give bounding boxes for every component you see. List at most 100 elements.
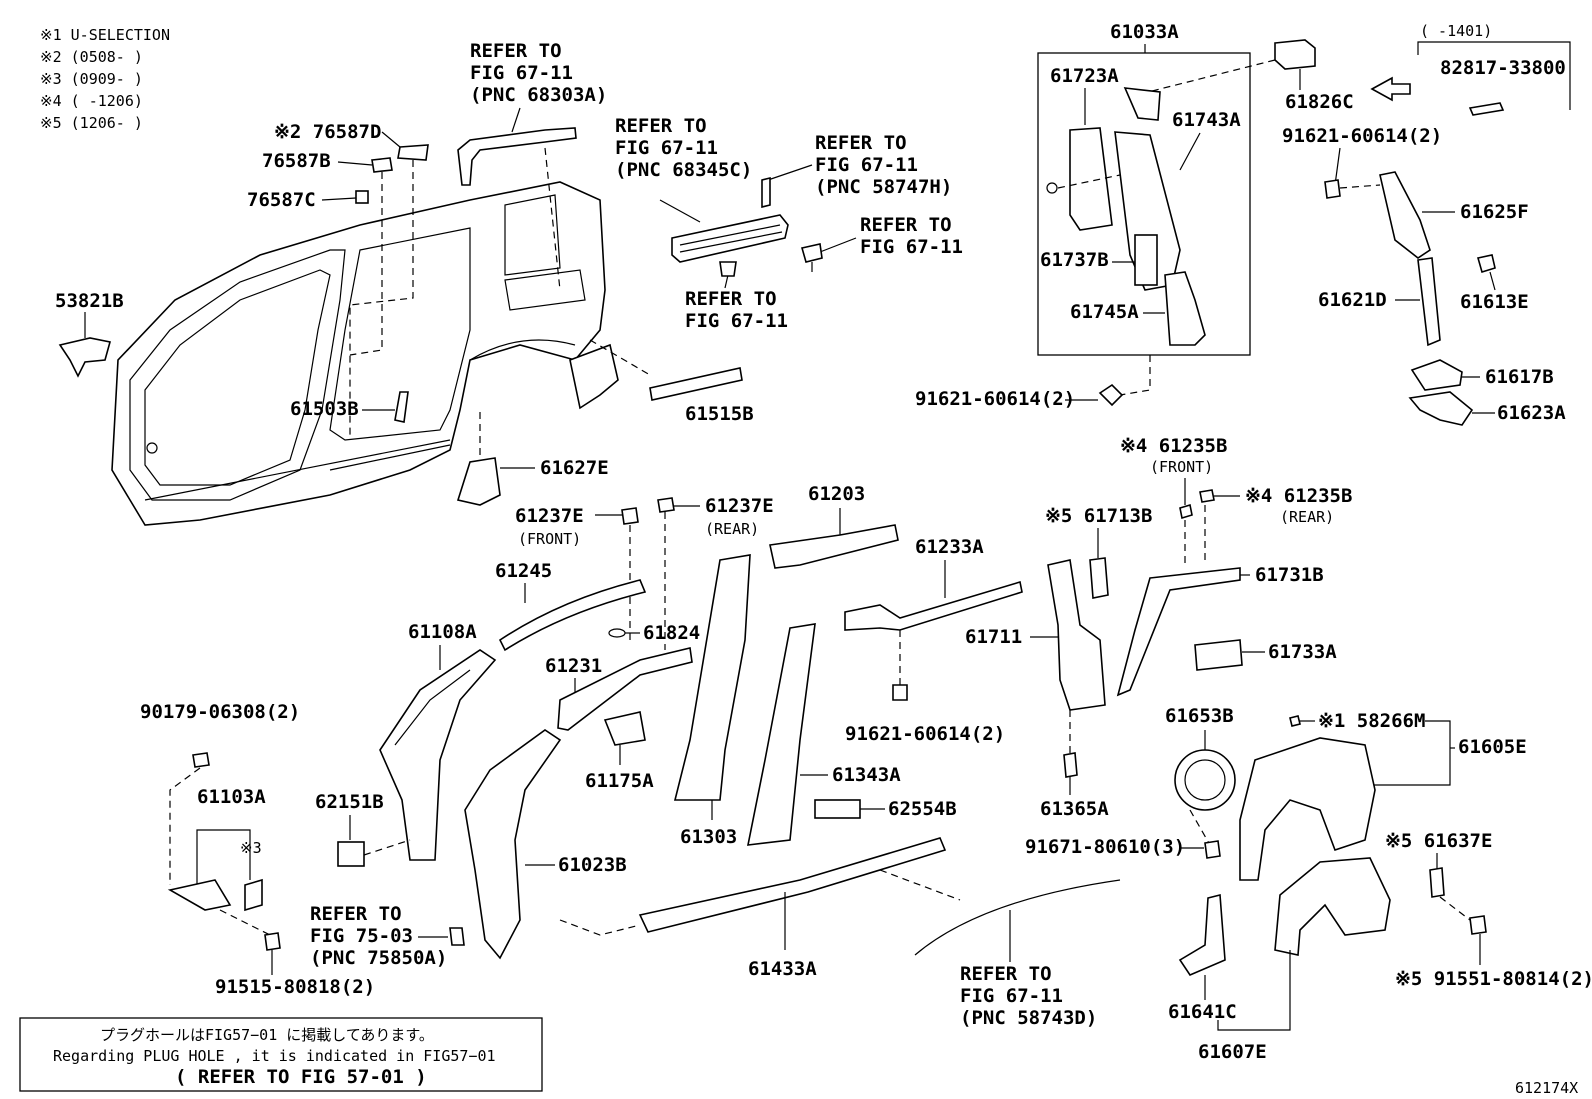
note-2: ※2 (0508- ): [40, 48, 143, 66]
label-61743A: 61743A: [1172, 109, 1241, 131]
label-61245: 61245: [495, 560, 552, 582]
label-61627E: 61627E: [540, 457, 609, 479]
part-90179-plug: [192, 752, 210, 768]
part-58266M: [1289, 715, 1301, 727]
refer-block-58743D: REFER TO FIG 67-11 (PNC 58743D): [960, 963, 1097, 1029]
label-61365A: 61365A: [1040, 798, 1109, 820]
label-61607E: 61607E: [1198, 1041, 1267, 1063]
part-82817-label-sticker: [1468, 102, 1505, 116]
label-58266M: ※1 58266M: [1318, 710, 1425, 732]
part-75850A: [449, 927, 465, 946]
label-61023B: 61023B: [558, 854, 627, 876]
part-61233A: [844, 580, 1023, 631]
part-61613E: [1476, 254, 1496, 274]
part-61303: [673, 554, 751, 801]
range-label: ( -1401): [1420, 22, 1492, 40]
label-61623A: 61623A: [1497, 402, 1566, 424]
label-61625F: 61625F: [1460, 201, 1529, 223]
label-61343A: 61343A: [832, 764, 901, 786]
label-61233A: 61233A: [915, 536, 984, 558]
part-61103A-b: [244, 878, 263, 912]
notes-legend: ※1 U-SELECTION ※2 (0508- ) ※3 (0909- ) ※…: [40, 26, 170, 132]
part-61237E-rear: [657, 497, 675, 513]
bolt-91515: [264, 932, 281, 951]
part-61235B-front: [1179, 503, 1193, 520]
bolt-91621-c: [892, 684, 908, 701]
part-61627E: [456, 457, 501, 506]
label-61605E: 61605E: [1458, 736, 1527, 758]
svg-text:REFER TO: REFER TO: [960, 963, 1052, 985]
svg-text:(PNC 75850A): (PNC 75850A): [310, 947, 447, 969]
svg-text:REFER TO: REFER TO: [685, 288, 777, 310]
label-61731B: 61731B: [1255, 564, 1324, 586]
label-61237E-front: 61237E: [515, 505, 584, 527]
part-61365A: [1063, 752, 1078, 778]
svg-text:REFER TO: REFER TO: [310, 903, 402, 925]
bolt-91671: [1204, 840, 1221, 859]
part-61235B-rear: [1199, 489, 1215, 503]
diagram-id: 612174X: [1515, 1079, 1578, 1097]
label-91621-a: 91621-60614(2): [1282, 125, 1442, 147]
part-clip-67-11-a: [800, 243, 823, 263]
label-61108A: 61108A: [408, 621, 477, 643]
label-53821B: 53821B: [55, 290, 124, 312]
part-molding-58743D: [914, 879, 1121, 956]
label-61203: 61203: [808, 483, 865, 505]
svg-text:(PNC 68303A): (PNC 68303A): [470, 84, 607, 106]
label-62554B: 62554B: [888, 798, 957, 820]
label-61237E-rear: 61237E: [705, 495, 774, 517]
part-roof-rail-rear: [457, 127, 577, 186]
part-61625F: [1379, 171, 1431, 259]
label-61433A: 61433A: [748, 958, 817, 980]
label-91621-c: 91621-60614(2): [845, 723, 1005, 745]
label-61033A: 61033A: [1110, 21, 1179, 43]
label-61235B-rear: ※4 61235B: [1245, 485, 1352, 507]
refer-block-68345C: REFER TO FIG 67-11 (PNC 68345C): [615, 115, 752, 181]
part-61605E: [1239, 737, 1376, 881]
svg-text:FIG 67-11: FIG 67-11: [685, 310, 788, 332]
label-61745A: 61745A: [1070, 301, 1139, 323]
body-side-outer-panel: [111, 181, 606, 526]
label-91671: 91671-80610(3): [1025, 836, 1185, 858]
part-76587B: [371, 157, 393, 173]
svg-text:FIG 67-11: FIG 67-11: [615, 137, 718, 159]
label-note-3: ※3: [240, 839, 262, 857]
part-61733A: [1194, 639, 1243, 671]
part-61713B: [1089, 557, 1109, 599]
bolt-91621-b: [1098, 383, 1124, 407]
label-61641C: 61641C: [1168, 1001, 1237, 1023]
part-61826C: [1274, 39, 1316, 70]
label-61737B: 61737B: [1040, 249, 1109, 271]
bolt-91551: [1469, 915, 1487, 935]
part-61103A-a: [167, 879, 232, 911]
part-61737B: [1134, 234, 1158, 286]
part-clip-67-11-b: [719, 261, 737, 277]
svg-text:REFER TO: REFER TO: [470, 40, 562, 62]
part-61723A: [1069, 127, 1113, 231]
part-quarter-trim-68345C: [671, 214, 789, 263]
part-61108A: [379, 649, 497, 861]
label-82817: 82817-33800: [1440, 57, 1566, 79]
label-61723A: 61723A: [1050, 65, 1119, 87]
part-61433A: [638, 837, 947, 933]
refer-block-58747H: REFER TO FIG 67-11 (PNC 58747H): [815, 132, 952, 198]
note-5: ※5 (1206- ): [40, 114, 143, 132]
svg-text:(PNC 58747H): (PNC 58747H): [815, 176, 952, 198]
part-76587D: [397, 144, 429, 161]
part-61621D: [1417, 257, 1441, 347]
bolt-91621-a: [1324, 179, 1341, 199]
part-53821B: [58, 337, 112, 378]
part-clip-58747H: [761, 176, 771, 209]
part-61711: [1047, 559, 1106, 711]
svg-text:FIG 67-11: FIG 67-11: [815, 154, 918, 176]
label-front-2: (FRONT): [518, 530, 581, 548]
part-61637E: [1429, 867, 1445, 898]
note-4: ※4 ( -1206): [40, 92, 143, 110]
part-61503B: [394, 391, 409, 423]
footer-line-jp: プラグホールはFIG57−01 に掲載してあります。: [100, 1026, 434, 1044]
part-61175A: [603, 711, 646, 746]
part-61824: [608, 628, 626, 638]
label-61617B: 61617B: [1485, 366, 1554, 388]
part-61237E-front: [621, 507, 639, 525]
